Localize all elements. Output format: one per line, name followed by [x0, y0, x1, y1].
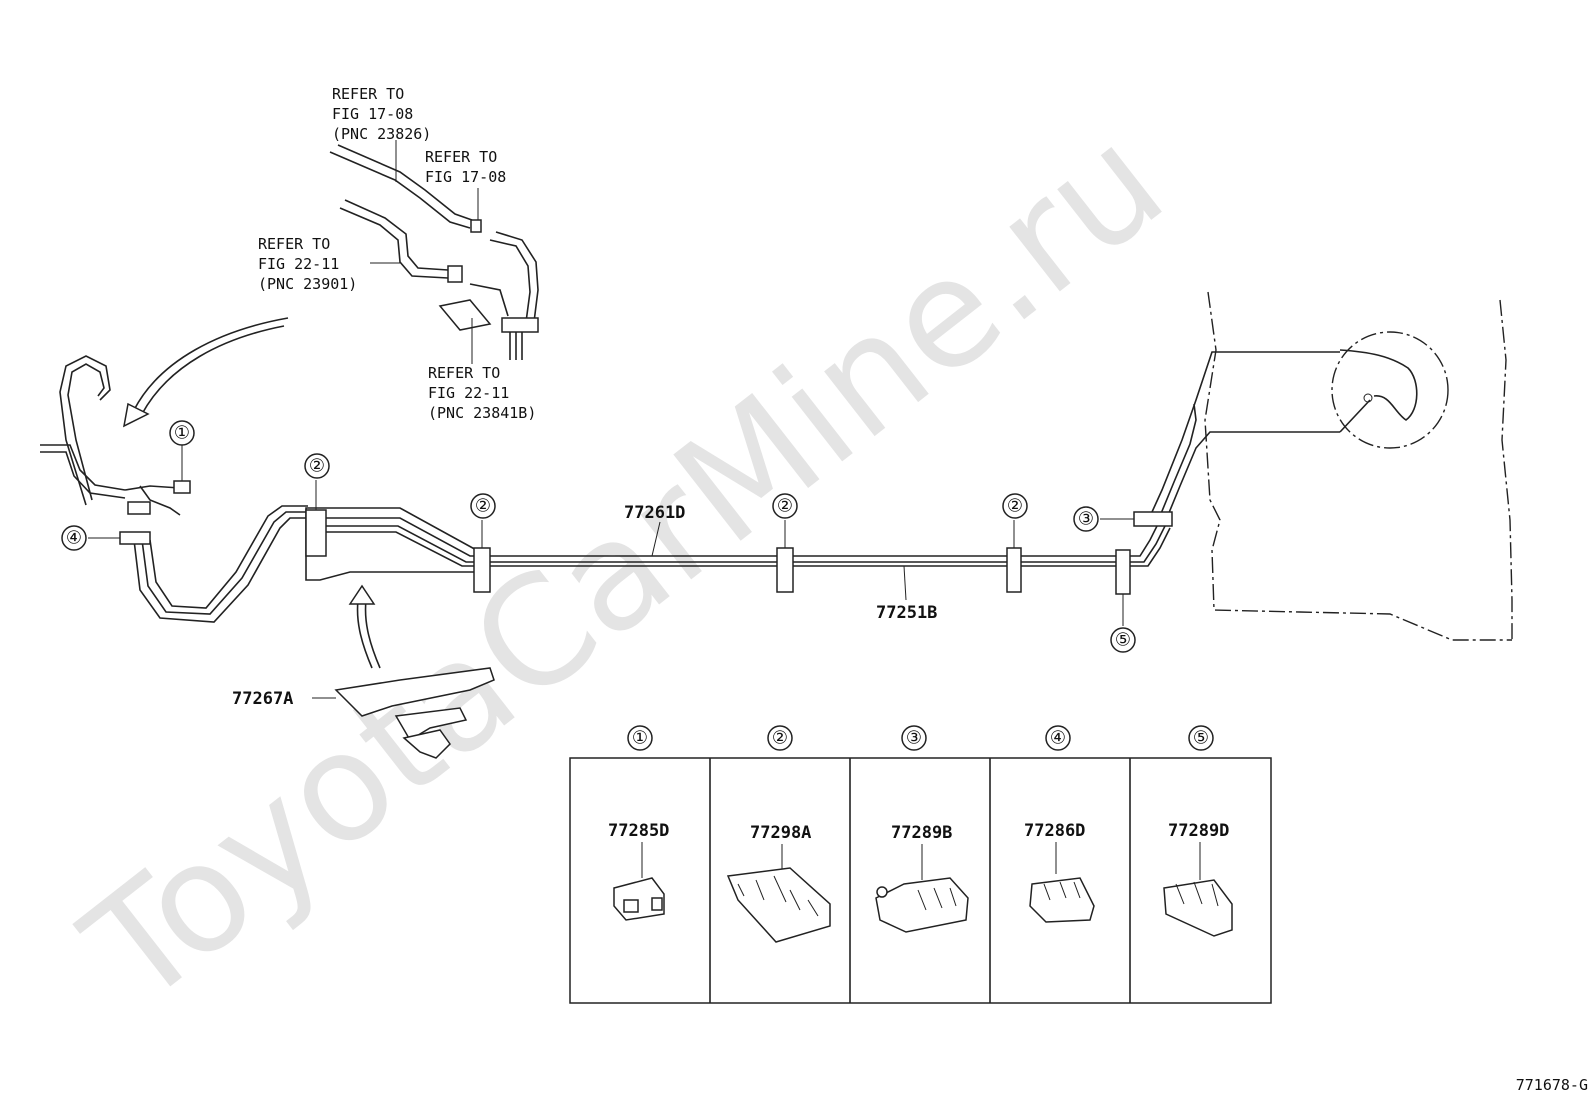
legend-part-5: 77289D	[1168, 821, 1229, 841]
clip-77285D	[613, 877, 665, 921]
svg-text:②: ②	[309, 456, 325, 477]
clamp-2a	[305, 509, 327, 557]
reference-label-3: REFER TO FIG 22-11 (PNC 23901)	[258, 235, 357, 293]
part-label-77251B: 77251B	[876, 603, 937, 623]
protector-part: 77267A	[232, 667, 495, 759]
svg-text:FIG 22-11: FIG 22-11	[258, 255, 339, 273]
svg-text:②: ②	[1007, 496, 1023, 517]
callout-4: ④	[61, 525, 87, 551]
svg-text:FIG 17-08: FIG 17-08	[425, 168, 506, 186]
callout-2c: ②	[772, 493, 798, 519]
svg-text:④: ④	[66, 528, 82, 549]
svg-text:②: ②	[772, 728, 788, 749]
clip-77298A	[726, 867, 831, 943]
figure-code: 771678-G	[1516, 1076, 1588, 1094]
left-assembly	[40, 355, 308, 623]
clip-77286D	[1029, 877, 1095, 923]
svg-text:②: ②	[475, 496, 491, 517]
callout-leaders	[315, 480, 1134, 626]
legend-header-2: ②	[767, 725, 793, 751]
clamp-2d	[1006, 547, 1022, 593]
legend-header-3: ③	[901, 725, 927, 751]
clamp-2b	[473, 547, 491, 593]
legend-header-1: ①	[627, 725, 653, 751]
svg-text:(PNC 23841B): (PNC 23841B)	[428, 404, 536, 422]
curved-arrow-top	[122, 317, 289, 428]
svg-text:REFER TO: REFER TO	[425, 148, 497, 166]
callout-2b: ②	[470, 493, 496, 519]
right-body	[1204, 291, 1513, 641]
callout-1: ①	[169, 420, 195, 446]
callout-2d: ②	[1002, 493, 1028, 519]
legend-part-2: 77298A	[750, 823, 811, 843]
callout-3: ③	[1073, 506, 1099, 532]
clamp-3	[1133, 511, 1173, 527]
callout-2a: ②	[304, 453, 330, 479]
legend-part-1: 77285D	[608, 821, 669, 841]
reference-label-4: REFER TO FIG 22-11 (PNC 23841B)	[428, 364, 536, 422]
parts-legend: ① ② ③ ④ ⑤ 77285D 77298A 77289B 77286D 77…	[569, 725, 1272, 1004]
main-labels: 77261D 77251B	[624, 503, 937, 623]
clip-77289B	[875, 877, 969, 933]
svg-text:①: ①	[174, 423, 190, 444]
part-label-77261D: 77261D	[624, 503, 685, 523]
clip-77289D	[1163, 879, 1233, 937]
svg-text:FIG 22-11: FIG 22-11	[428, 384, 509, 402]
main-pipes	[308, 351, 1340, 567]
clamp-5	[1115, 549, 1131, 595]
legend-frame	[569, 757, 1272, 1004]
svg-text:③: ③	[1078, 509, 1094, 530]
protector-outline	[305, 507, 481, 581]
legend-part-3: 77289B	[891, 823, 952, 843]
reference-label-1: REFER TO FIG 17-08 (PNC 23826)	[332, 85, 431, 143]
svg-text:②: ②	[777, 496, 793, 517]
reference-lines	[329, 140, 539, 364]
clamp-2c	[776, 547, 794, 593]
svg-text:⑤: ⑤	[1115, 630, 1131, 651]
legend-part-4: 77286D	[1024, 821, 1085, 841]
up-arrow	[348, 584, 381, 669]
callout-5: ⑤	[1110, 627, 1136, 653]
reference-label-2: REFER TO FIG 17-08	[425, 148, 506, 186]
svg-text:REFER TO: REFER TO	[332, 85, 404, 103]
legend-header-4: ④	[1045, 725, 1071, 751]
svg-text:①: ①	[632, 728, 648, 749]
part-label-77267A: 77267A	[232, 689, 293, 709]
svg-text:FIG 17-08: FIG 17-08	[332, 105, 413, 123]
svg-text:REFER TO: REFER TO	[258, 235, 330, 253]
svg-text:(PNC 23901): (PNC 23901)	[258, 275, 357, 293]
svg-text:④: ④	[1050, 728, 1066, 749]
svg-text:(PNC 23826): (PNC 23826)	[332, 125, 431, 143]
svg-text:REFER TO: REFER TO	[428, 364, 500, 382]
svg-text:③: ③	[906, 728, 922, 749]
legend-header-5: ⑤	[1188, 725, 1214, 751]
svg-text:⑤: ⑤	[1193, 728, 1209, 749]
